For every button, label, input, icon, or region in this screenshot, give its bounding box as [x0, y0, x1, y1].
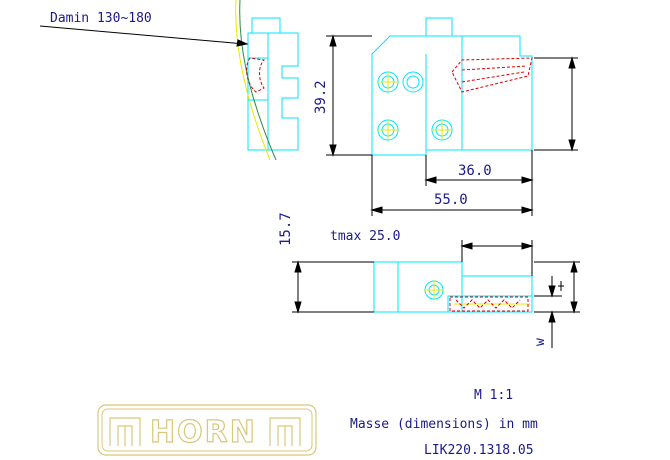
dim-height-top — [326, 34, 372, 157]
damin-label: Damin 130~180 — [50, 11, 152, 26]
units-label: Masse (dimensions) in mm — [350, 417, 538, 432]
front-insert — [451, 57, 533, 93]
bottom-insert — [449, 296, 529, 312]
dim-tmax-label: tmax 25.0 — [330, 229, 400, 244]
logo-emblem-right — [269, 417, 301, 446]
dim-width-outer-value: 55.0 — [434, 192, 468, 208]
dim-height-side — [292, 260, 374, 314]
side-insert — [246, 57, 266, 93]
logo-wordmark: HORN — [150, 415, 257, 450]
logo-emblem-left — [109, 417, 141, 446]
dim-bottom-right — [534, 260, 580, 348]
dim-height-top-value: 39.2 — [313, 80, 329, 114]
dim-height-side-value: 15.7 — [278, 212, 294, 246]
dim-width-outer — [370, 155, 534, 216]
dim-width-inner-value: 36.0 — [458, 163, 492, 179]
dim-tmax — [460, 240, 534, 276]
dim-height-right — [534, 56, 578, 152]
w-label: w — [533, 338, 548, 346]
part-number: LIK220.1318.05 — [424, 443, 534, 458]
horn-logo: HORN — [97, 404, 317, 456]
scale-label: M 1:1 — [474, 388, 513, 403]
front-view — [371, 17, 533, 156]
workpiece-curve — [235, 0, 277, 161]
front-centerlines — [378, 72, 452, 140]
dim-width-inner — [424, 150, 534, 216]
side-view-left — [247, 17, 299, 151]
damin-leader — [39, 25, 249, 47]
